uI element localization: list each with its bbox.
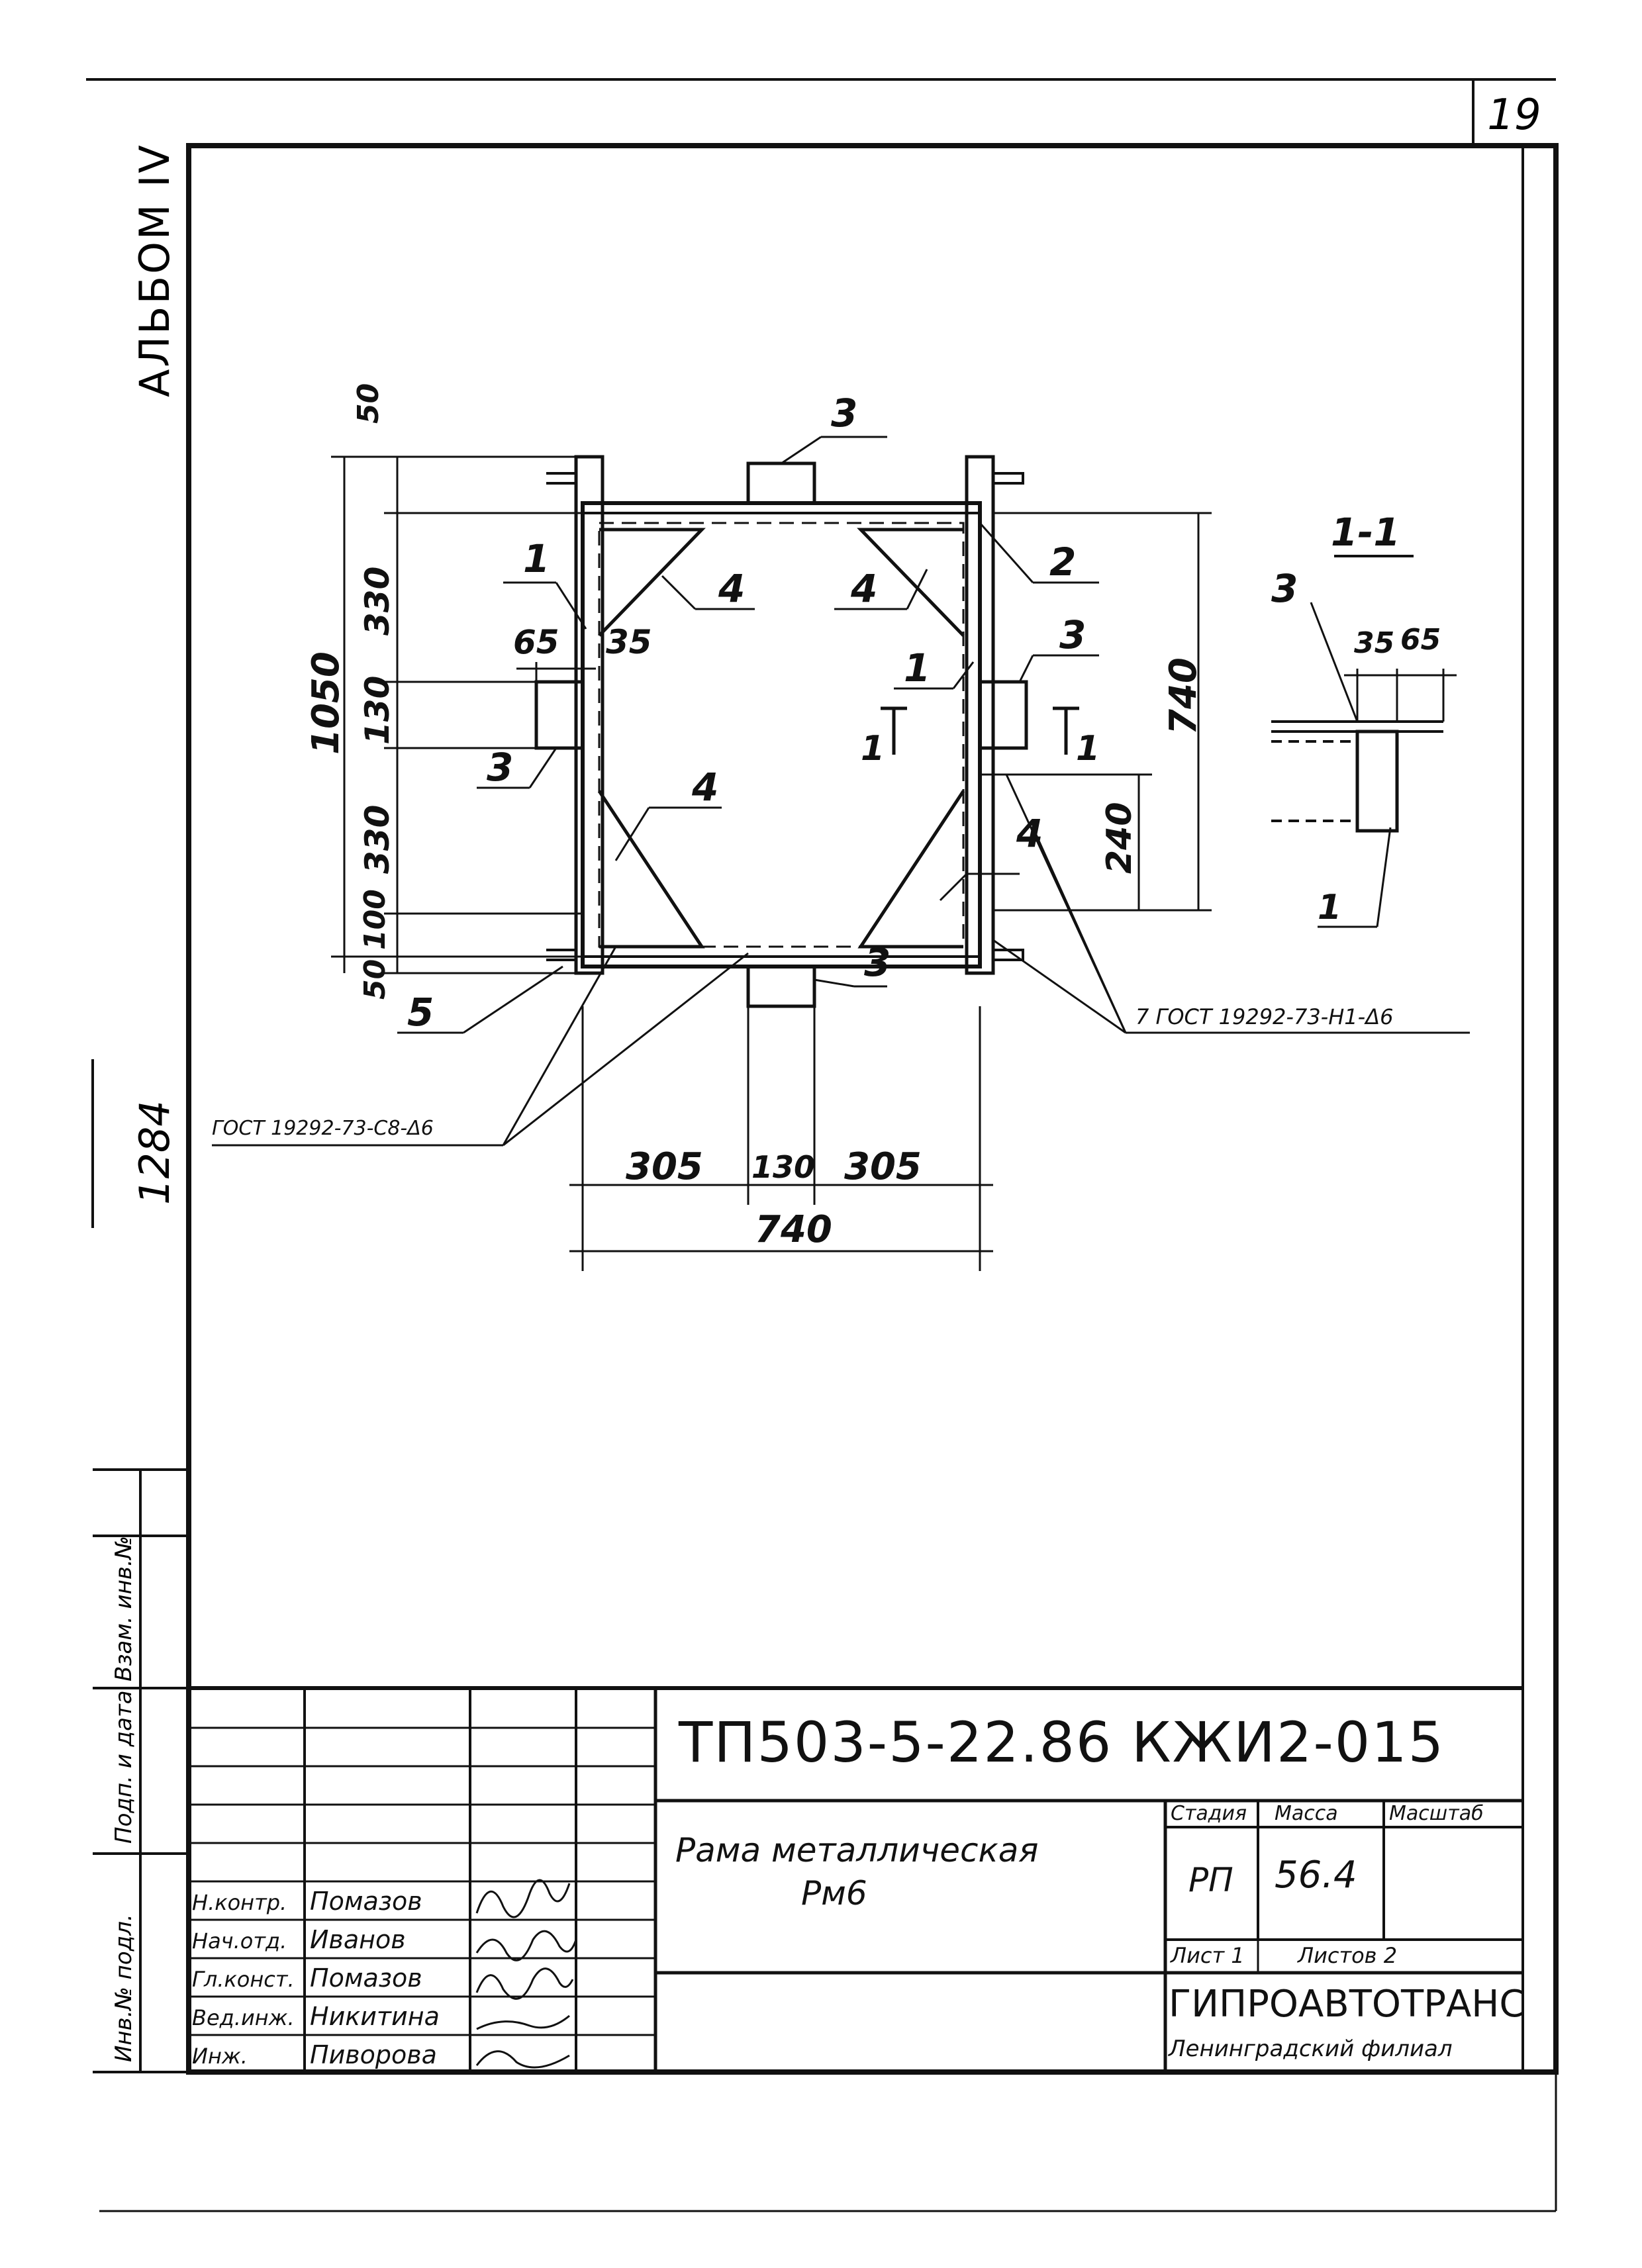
role-norm-control: Н.контр. [192,1890,287,1915]
signatures [475,1879,577,2069]
album-label: АЛЬБОМ IV [130,143,179,397]
dim-305-left: 305 [626,1145,703,1188]
part-label-2: 2 [1049,540,1077,585]
section-dim-35: 35 [1354,626,1395,660]
dim-740-bottom: 740 [755,1208,832,1251]
sheet-frame [86,78,1559,2212]
stamp-label-signature: Подп. и дата [111,1690,137,1844]
dim-130-bottom: 130 [751,1149,816,1185]
organization-name: ГИПРОАВТОТРАНС [1169,1983,1525,2026]
dim-305-right: 305 [844,1145,922,1188]
section-markers [881,706,1079,755]
part-label-4-bl: 4 [692,765,719,810]
sheet-label: Лист 1 [1171,1943,1245,1968]
part-label-3-left: 3 [487,745,514,790]
part-label-1-right: 1 [904,645,931,690]
drawing-title-line1: Рама металлическая [675,1831,1039,1869]
dim-1050: 1050 [305,651,348,755]
stage-value: РП [1188,1861,1233,1899]
section-part-3: 3 [1271,566,1298,611]
section-part-1: 1 [1318,888,1342,927]
dimension-lines [331,455,1212,1271]
sheets-count: Листов 2 [1298,1943,1398,1968]
drawing-title-line2: Рм6 [801,1874,867,1913]
part-label-3-top: 3 [831,391,858,436]
role-dept-head: Нач.отд. [192,1928,287,1954]
dim-330-top: 330 [358,566,397,636]
role-chief-designer: Гл.конст. [192,1967,295,1992]
name-engineer: Пиворова [310,2040,437,2069]
name-chief-designer: Помазов [310,1963,422,1993]
leader-lines [212,436,1470,1147]
dim-100: 100 [358,889,392,950]
sheet-number: 19 [1487,91,1541,140]
stamp-label-replaced: Взам. инв.№ [111,1536,137,1681]
dim-330-bottom: 330 [358,804,397,874]
part-label-4-tl: 4 [718,566,746,611]
part-label-5: 5 [407,990,434,1035]
frame-plan [534,455,1028,1008]
mass-value: 56.4 [1275,1854,1357,1897]
dim-740-right: 740 [1162,657,1205,735]
section-title: 1-1 [1331,510,1400,555]
organization-branch: Ленинградский филиал [1169,2036,1453,2062]
dim-50-top: 50 [352,383,385,424]
section-dim-65: 65 [1400,623,1441,657]
inventory-number: 1284 [130,1100,179,1205]
weld-note-right: 7 ГОСТ 19292-73-Н1-Δ6 [1135,1004,1394,1029]
header-mass: Масса [1275,1802,1338,1825]
left-margin [91,1059,190,2073]
name-norm-control: Помазов [310,1887,422,1916]
stamp-label-inventory: Инв.№ подл. [111,1914,137,2062]
section-marker-left: 1 [861,729,885,769]
part-label-3-bottom: 3 [864,940,891,985]
header-scale: Масштаб [1389,1802,1484,1825]
section-marker-right: 1 [1076,729,1100,769]
part-label-4-br: 4 [1016,811,1043,856]
part-label-3-right: 3 [1059,612,1087,657]
dim-65-left: 65 [513,623,559,661]
dim-240: 240 [1100,802,1139,874]
part-label-4-tr: 4 [851,566,878,611]
role-engineer: Инж. [192,2044,248,2069]
dim-35-left: 35 [606,623,652,661]
dim-50-bottom: 50 [358,959,392,1000]
weld-note-left: ГОСТ 19292-73-С8-Δ6 [212,1117,434,1140]
part-label-1-left: 1 [523,536,550,581]
role-lead-engineer: Вед.инж. [192,2005,295,2030]
section-view [1271,555,1457,928]
document-code: ТП503-5-22.86 КЖИ2-015 [679,1710,1445,1775]
dim-130-left: 130 [358,675,397,745]
title-block-grid [189,1686,1523,2072]
name-dept-head: Иванов [310,1925,406,1954]
name-lead-engineer: Никитина [310,2002,440,2031]
header-stage: Стадия [1171,1802,1247,1825]
